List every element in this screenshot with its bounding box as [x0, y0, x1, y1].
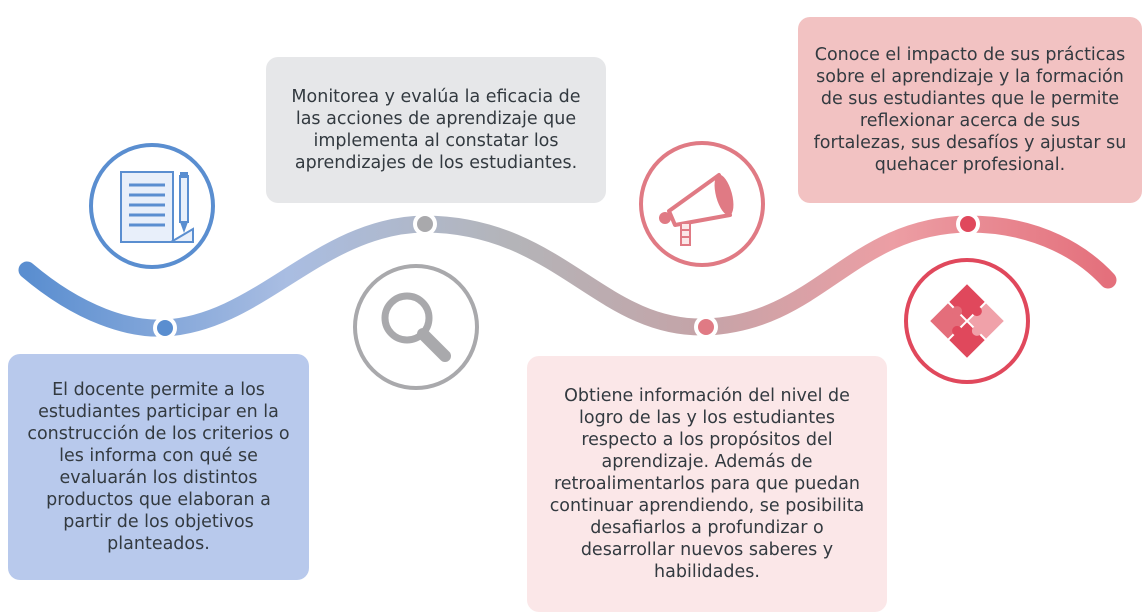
step-3-text: Obtiene información del nivel de logro d… — [549, 386, 865, 582]
timeline-marker-2 — [413, 212, 437, 236]
megaphone-icon — [639, 141, 765, 267]
puzzle-icon — [904, 258, 1030, 384]
magnifier-icon — [353, 264, 479, 390]
step-2-card: Monitorea y evalúa la eficacia de las ac… — [266, 57, 606, 203]
step-3-card: Obtiene información del nivel de logro d… — [527, 356, 887, 612]
timeline-marker-1 — [153, 316, 177, 340]
timeline-marker-3 — [694, 315, 718, 339]
step-2-text: Monitorea y evalúa la eficacia de las ac… — [291, 87, 581, 173]
document-pencil-icon — [89, 143, 215, 269]
step-4-card: Conoce el impacto de sus prácticas sobre… — [798, 17, 1142, 203]
step-1-text: El docente permite a los estudiantes par… — [27, 380, 290, 554]
step-1-card: El docente permite a los estudiantes par… — [8, 354, 309, 580]
timeline-marker-4 — [956, 212, 980, 236]
step-4-text: Conoce el impacto de sus prácticas sobre… — [813, 45, 1127, 175]
